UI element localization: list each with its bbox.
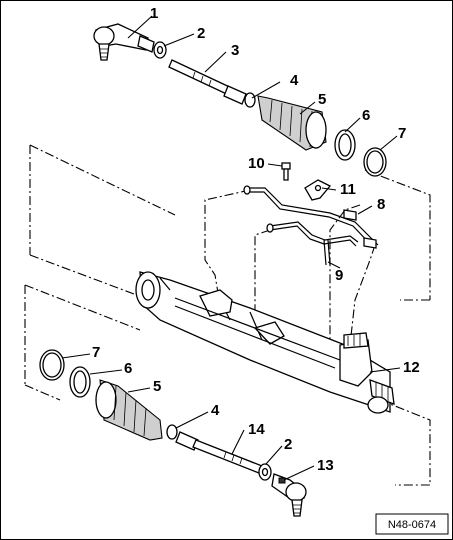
upper-ring xyxy=(363,147,387,177)
lower-clamp-small xyxy=(166,424,178,440)
callout-11: 11 xyxy=(340,181,356,198)
callout-5-lower: 5 xyxy=(153,378,161,395)
callout-6-lower: 6 xyxy=(124,360,132,377)
callout-5-upper: 5 xyxy=(318,91,326,108)
lower-clamp xyxy=(69,366,91,398)
leader-lines xyxy=(61,15,401,481)
callout-2-lower: 2 xyxy=(284,436,292,453)
lower-boot xyxy=(95,379,163,441)
upper-clamp xyxy=(334,129,356,161)
reference-code-box: N48-0674 xyxy=(375,513,449,535)
callout-8: 8 xyxy=(377,196,385,213)
callout-labels: 1 2 3 4 5 6 7 10 11 8 9 12 7 6 5 4 14 2 … xyxy=(92,5,420,474)
lower-tie-rod xyxy=(175,431,263,474)
steering-rack-housing xyxy=(135,271,391,413)
callout-3: 3 xyxy=(231,42,239,59)
callout-9: 9 xyxy=(335,267,343,284)
callout-4-upper: 4 xyxy=(290,72,299,89)
callout-1: 1 xyxy=(150,5,158,22)
callout-12: 12 xyxy=(403,359,420,376)
upper-tie-rod xyxy=(168,59,247,105)
callout-6-upper: 6 xyxy=(362,107,370,124)
pinion-valve-housing xyxy=(339,332,395,414)
reference-code: N48-0674 xyxy=(388,519,436,531)
callout-4-lower: 4 xyxy=(211,402,220,419)
lower-nut xyxy=(258,463,272,481)
callout-7-upper: 7 xyxy=(398,125,406,142)
return-pipe xyxy=(266,221,359,266)
lower-tie-rod-end xyxy=(271,473,307,517)
callout-14: 14 xyxy=(248,421,265,438)
lower-ring xyxy=(39,349,65,381)
callout-2-upper: 2 xyxy=(197,25,205,42)
callout-7-lower: 7 xyxy=(92,344,100,361)
callout-10: 10 xyxy=(248,155,265,172)
fitting-8 xyxy=(343,209,377,249)
upper-nut xyxy=(153,41,167,59)
callout-13: 13 xyxy=(317,457,334,474)
mounting-bracket xyxy=(304,179,332,201)
upper-tie-rod-end xyxy=(93,23,155,61)
pressure-pipe xyxy=(243,185,379,249)
upper-clamp-small xyxy=(244,92,256,108)
upper-boot xyxy=(257,95,327,151)
assembly-guide-lines xyxy=(24,144,431,486)
bolt-10 xyxy=(281,162,291,181)
